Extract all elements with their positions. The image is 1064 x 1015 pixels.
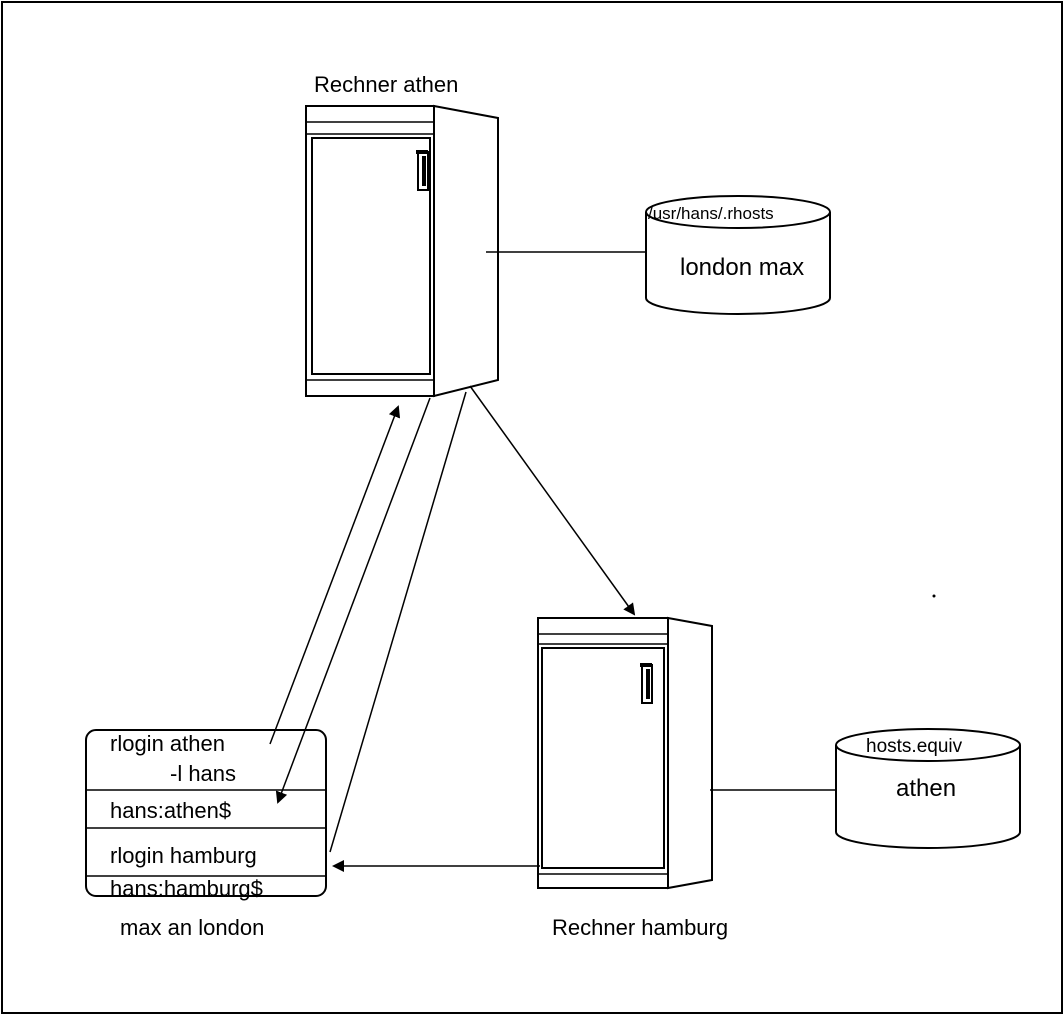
arrow-rlogin-to-athen (269, 405, 401, 745)
terminal-line-rlogin-athen: rlogin athen (110, 731, 225, 756)
disk-rhosts-entry: london max (680, 254, 804, 281)
terminal-box (85, 729, 327, 897)
server-athen (305, 104, 499, 398)
server-athen-door (311, 137, 431, 375)
server-hamburg-side (667, 616, 713, 890)
arrow-athen-to-hamburg (469, 385, 636, 616)
disk-hosts-equiv-entry: athen (896, 775, 956, 802)
server-hamburg-front (537, 617, 669, 889)
server-athen-drive-icon (416, 150, 429, 191)
disk-rhosts (645, 195, 831, 315)
disk-hosts-equiv-file: hosts.equiv (866, 736, 963, 757)
server-hamburg-door (541, 647, 665, 869)
terminal-line-prompt-hamburg: hans:hamburg$ (110, 876, 263, 901)
disk-rhosts-file: /usr/hans/.rhosts (648, 204, 774, 223)
terminal-caption: max an london (120, 915, 264, 940)
server-hamburg-drive-icon (640, 663, 653, 704)
server-athen-label: Rechner athen (314, 72, 458, 97)
server-athen-front (305, 105, 435, 397)
server-athen-side (433, 104, 499, 398)
server-hamburg (537, 616, 713, 890)
terminal-line-user-flag: -l hans (170, 761, 236, 786)
terminal-line-prompt-athen: hans:athen$ (110, 798, 231, 823)
disk-hosts-equiv (835, 728, 1021, 849)
line-rlogin-hamburg-to-athen (329, 391, 467, 853)
terminal-line-rlogin-hamburg: rlogin hamburg (110, 843, 257, 868)
stray-dot (932, 594, 936, 598)
arrow-athen-to-prompt (275, 397, 431, 804)
server-hamburg-label: Rechner hamburg (552, 915, 728, 940)
